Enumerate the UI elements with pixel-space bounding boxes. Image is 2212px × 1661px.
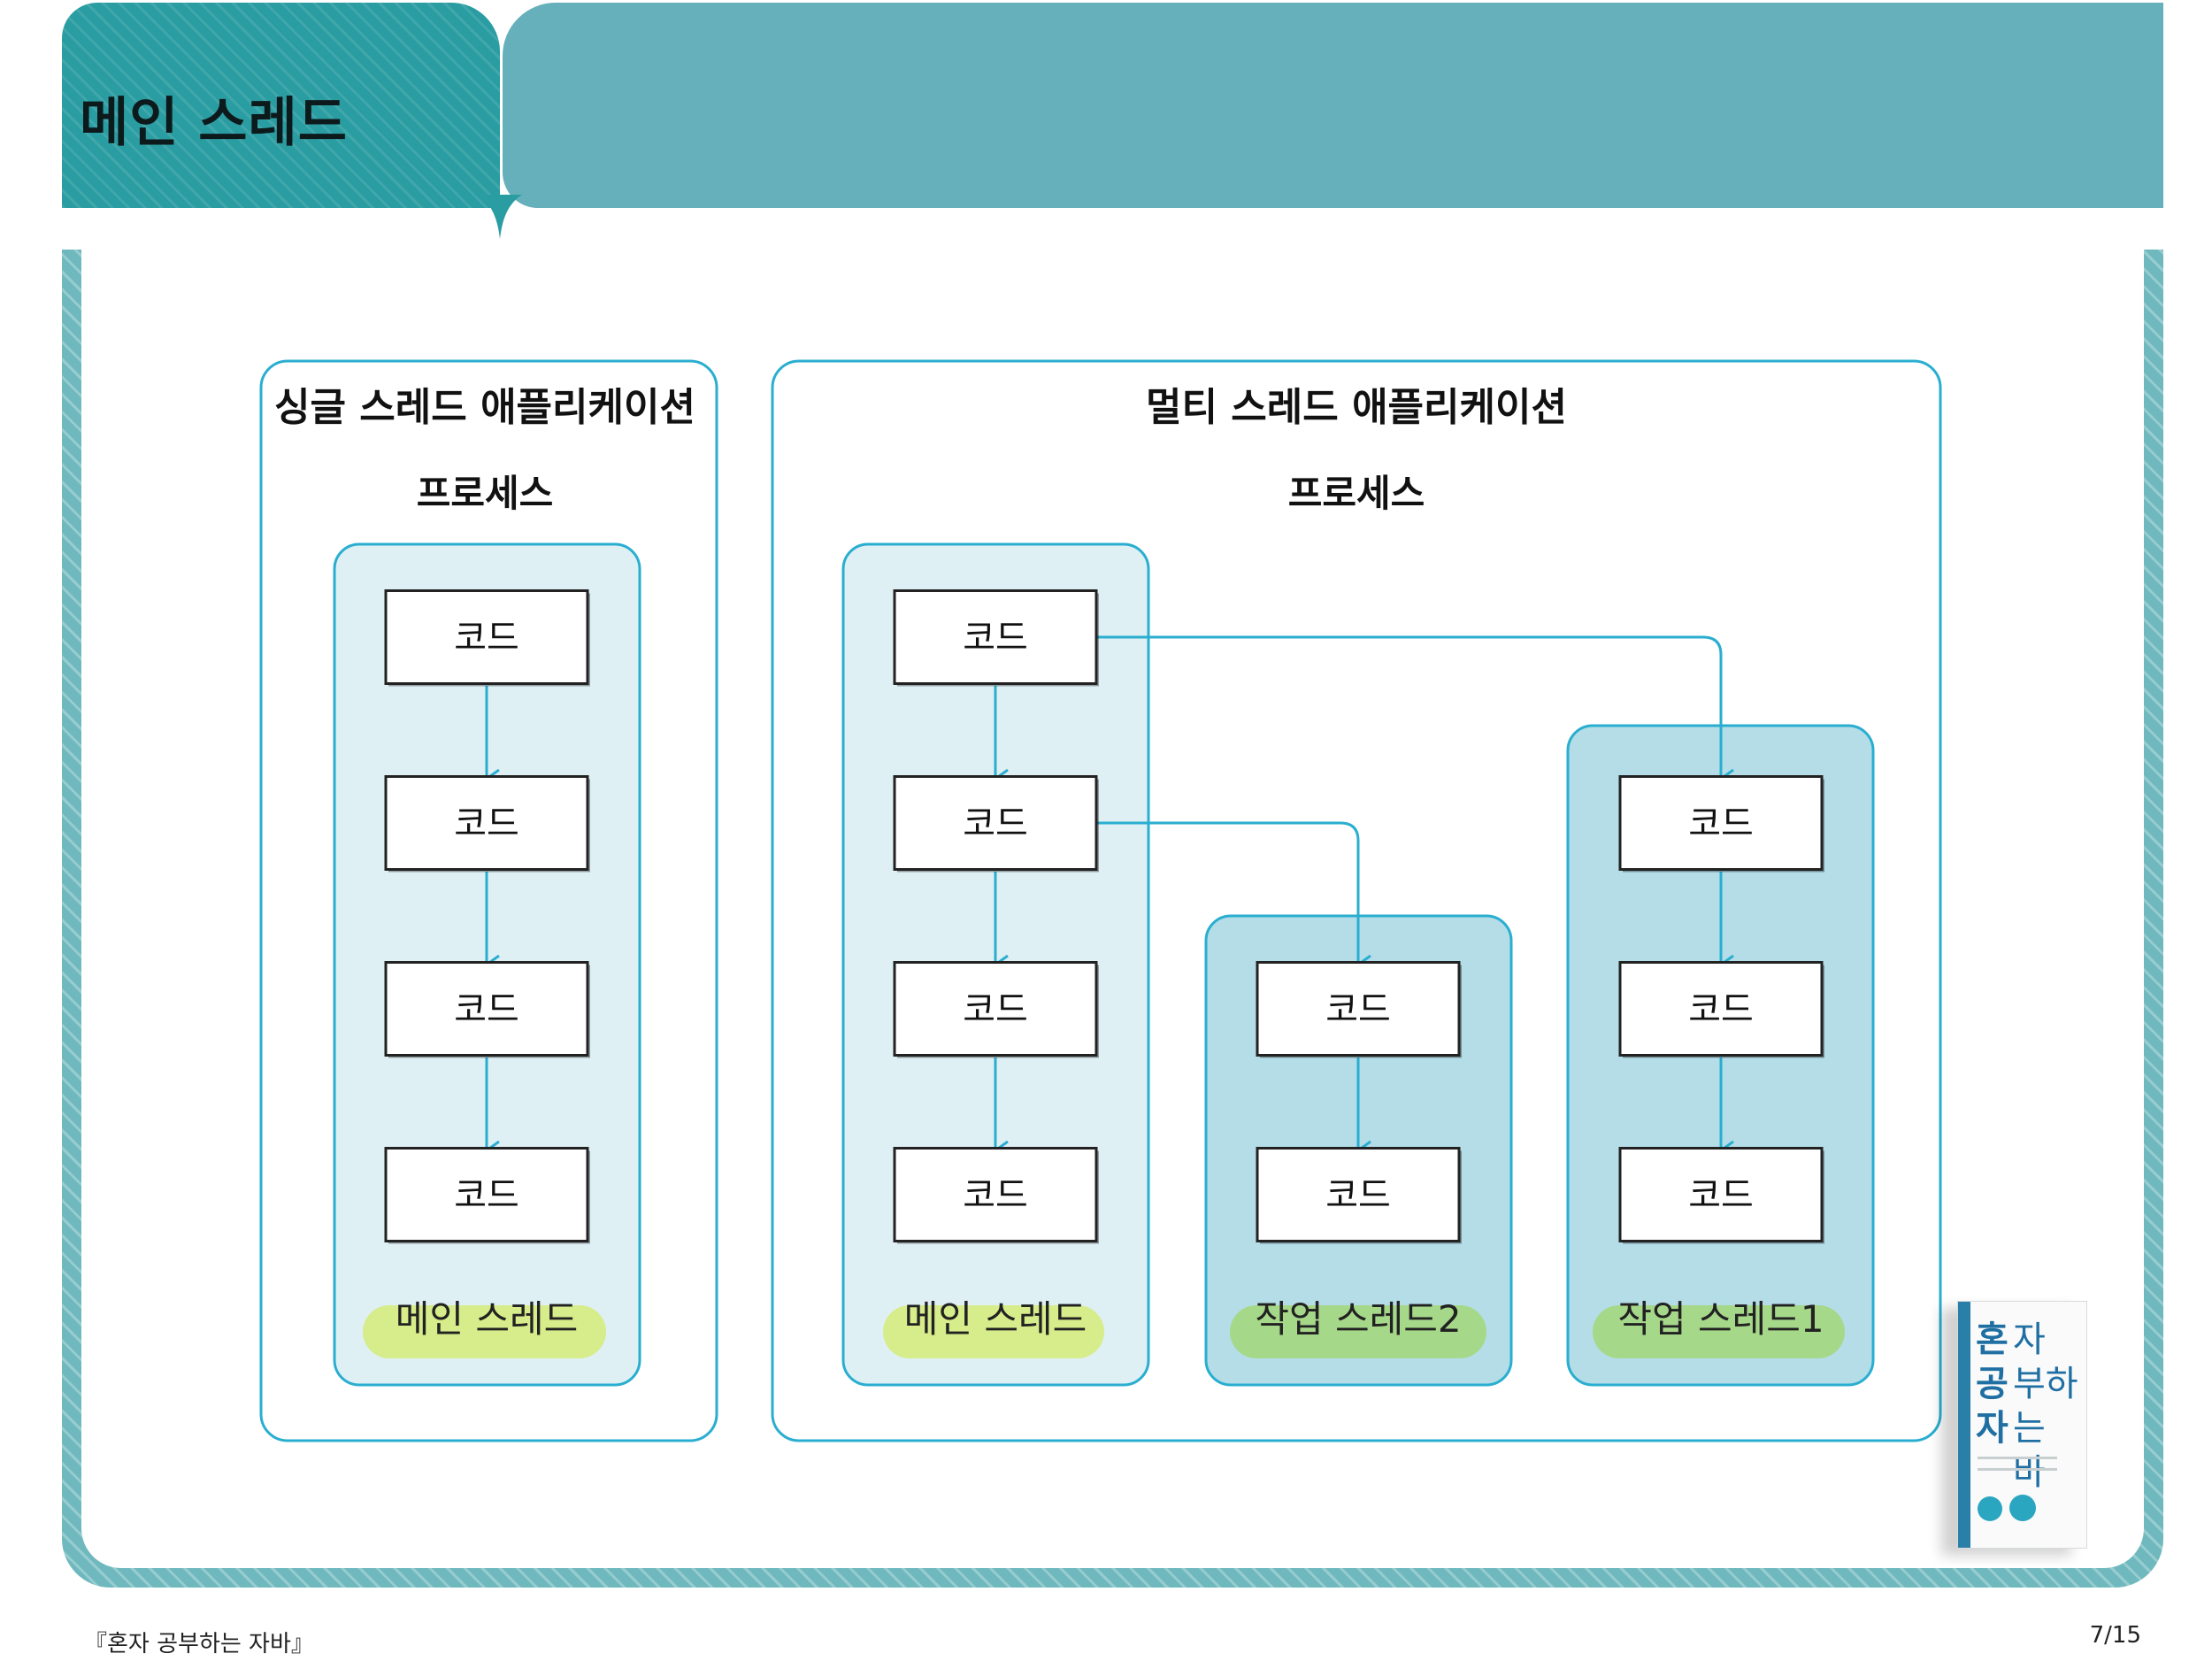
- code-box: 코드: [384, 1147, 590, 1244]
- code-box: 코드: [893, 775, 1099, 873]
- book-badge: [2009, 1495, 2036, 1521]
- single-main-highlight: [363, 1305, 606, 1358]
- page-title: 메인 스레드: [80, 92, 348, 154]
- book-badge: [1978, 1496, 2002, 1521]
- code-label: 코드: [454, 989, 519, 1030]
- code-box: 코드: [893, 1147, 1099, 1244]
- single-main-thread-label: 메인 스레드: [396, 1297, 579, 1341]
- multi-process-label: 프로세스: [1288, 472, 1425, 515]
- code-box: 코드: [384, 961, 590, 1058]
- code-box: 코드: [1618, 775, 1824, 873]
- code-box: 코드: [1256, 961, 1462, 1058]
- book-spine: [1958, 1302, 1970, 1548]
- single-app-title: 싱글 스레드 애플리케이션: [274, 385, 695, 430]
- code-label: 코드: [1325, 1175, 1391, 1216]
- worker1-highlight: [1593, 1305, 1845, 1358]
- multi-main-thread-label: 메인 스레드: [904, 1297, 1087, 1341]
- multi-app-title: 멀티 스레드 애플리케이션: [1146, 385, 1567, 430]
- header-bar: [503, 3, 2163, 208]
- worker2-thread-label: 작업 스레드2: [1255, 1297, 1461, 1341]
- code-box: 코드: [384, 589, 590, 687]
- code-label: 코드: [963, 804, 1028, 844]
- code-label: 코드: [963, 989, 1028, 1030]
- spawn-arrow-worker1: [1095, 635, 1721, 779]
- multi-main-highlight: [883, 1305, 1104, 1358]
- code-box: 코드: [893, 961, 1099, 1058]
- worker2-highlight: [1230, 1305, 1486, 1358]
- spawn-arrow-worker2: [1095, 821, 1358, 965]
- code-label: 코드: [1325, 989, 1391, 1030]
- code-box: 코드: [384, 775, 590, 873]
- worker1-thread-label: 작업 스레드1: [1617, 1297, 1824, 1341]
- code-label: 코드: [454, 1175, 519, 1216]
- footer-book-title: 『혼자 공부하는 자바』: [84, 1631, 314, 1657]
- code-label: 코드: [1688, 989, 1754, 1030]
- code-box: 코드: [1618, 961, 1824, 1058]
- book-text-line: [1978, 1468, 2057, 1471]
- book-text-line: [1978, 1457, 2057, 1459]
- code-label: 코드: [454, 804, 519, 844]
- code-label: 코드: [963, 1175, 1028, 1216]
- code-box: 코드: [1618, 1147, 1824, 1244]
- header-notch: [478, 195, 522, 239]
- code-box: 코드: [893, 589, 1099, 687]
- code-box: 코드: [1256, 1147, 1462, 1244]
- single-process-label: 프로세스: [417, 472, 554, 515]
- code-label: 코드: [1688, 804, 1754, 844]
- code-label: 코드: [1688, 1175, 1754, 1216]
- header-tab: [62, 3, 500, 208]
- code-label: 코드: [963, 618, 1028, 658]
- page-number: 7/15: [2089, 1622, 2141, 1649]
- code-label: 코드: [454, 618, 519, 658]
